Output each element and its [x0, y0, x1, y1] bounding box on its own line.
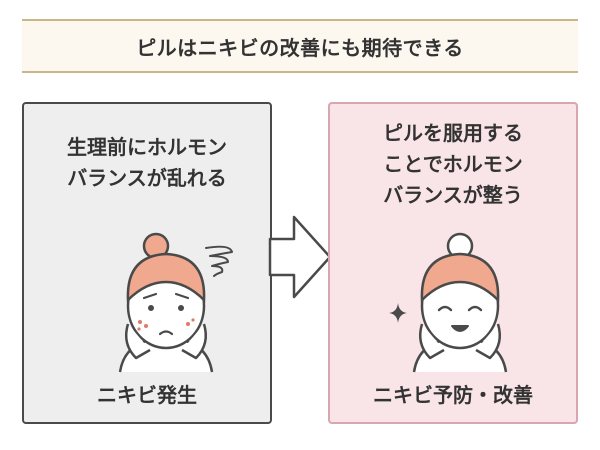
after-line-1: ピルを服用する [383, 121, 523, 145]
happy-face-illustration [412, 232, 508, 373]
after-line-2: ことでホルモン [383, 152, 523, 176]
before-panel: 生理前にホルモン バランスが乱れる ニキビ発生 [22, 102, 272, 424]
after-caption: ニキビ予防・改善 [373, 383, 533, 407]
sparkle-icon [389, 303, 407, 323]
before-description: 生理前にホルモン バランスが乱れる [24, 132, 270, 194]
diagram-title: ピルはニキビの改善にも期待できる [136, 35, 464, 60]
after-line-3: バランスが整う [383, 183, 523, 207]
after-panel: ピルを服用する ことでホルモン バランスが整う ニキビ予防・改善 [328, 102, 578, 424]
before-caption: ニキビ発生 [97, 383, 197, 407]
before-line-1: 生理前にホルモン [67, 135, 227, 159]
before-line-2: バランスが乱れる [67, 166, 227, 190]
after-description: ピルを服用する ことでホルモン バランスが整う [330, 118, 576, 211]
dizzy-swirl-icon [205, 245, 233, 277]
arrow-right-icon [268, 215, 332, 299]
troubled-face-illustration [118, 232, 214, 373]
title-banner: ピルはニキビの改善にも期待できる [22, 19, 578, 73]
